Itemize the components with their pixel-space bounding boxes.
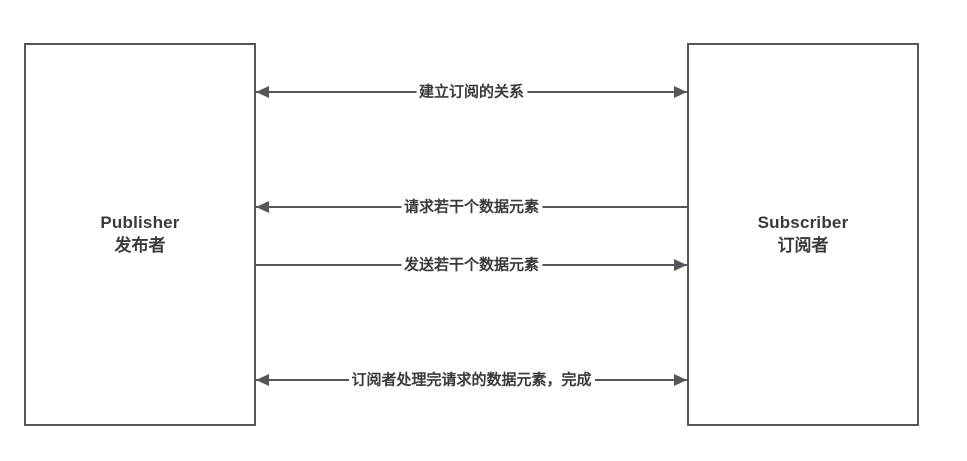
arrowhead-left-icon bbox=[256, 86, 269, 98]
arrowhead-right-icon bbox=[674, 259, 687, 271]
arrowhead-left-icon bbox=[256, 201, 269, 213]
arrowhead-left-icon bbox=[256, 374, 269, 386]
node-subscriber-label-en: Subscriber bbox=[757, 212, 849, 232]
arrowhead-right-icon bbox=[674, 374, 687, 386]
node-subscriber-label-zh: 订阅者 bbox=[777, 235, 829, 255]
node-publisher-label-zh: 发布者 bbox=[114, 235, 166, 255]
arrowhead-right-icon bbox=[674, 86, 687, 98]
edge-label: 建立订阅的关系 bbox=[415, 84, 528, 100]
node-publisher[interactable]: Publisher 发布者 bbox=[24, 43, 256, 426]
edge-label: 请求若干个数据元素 bbox=[400, 199, 543, 215]
node-subscriber[interactable]: Subscriber 订阅者 bbox=[687, 43, 919, 426]
node-publisher-label-en: Publisher bbox=[100, 212, 180, 232]
edge-label: 订阅者处理完请求的数据元素，完成 bbox=[348, 372, 595, 388]
edge-label: 发送若干个数据元素 bbox=[400, 257, 543, 273]
